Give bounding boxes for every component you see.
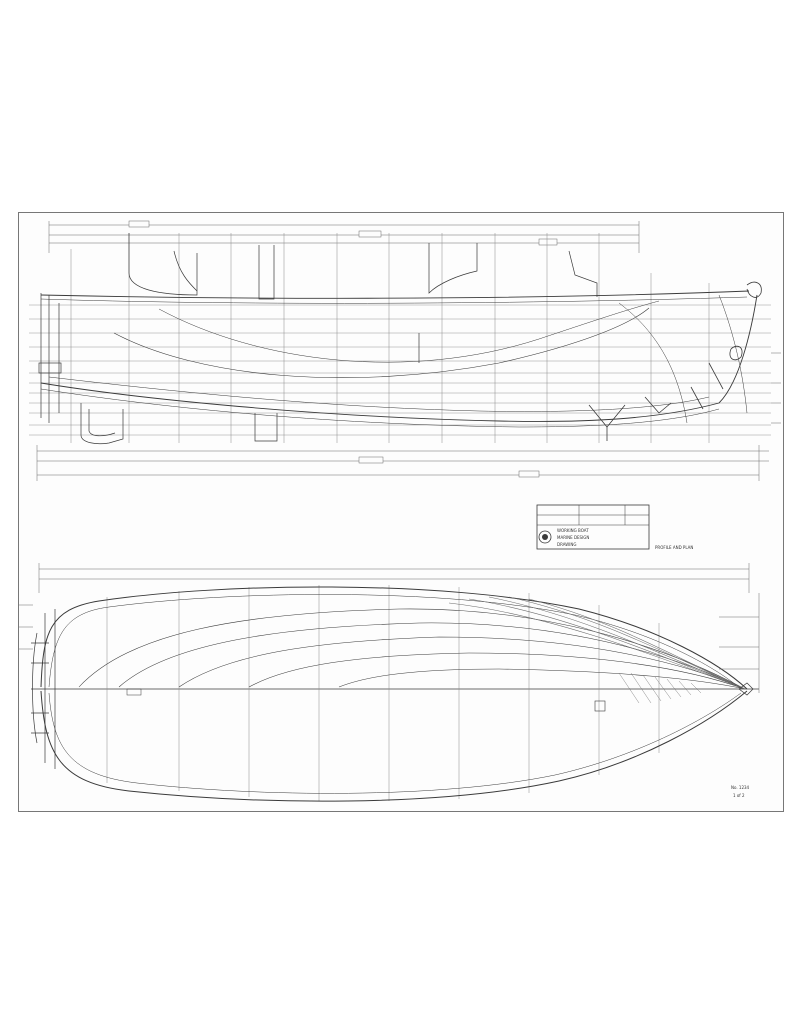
plan-transom: [31, 609, 56, 769]
hull-outline-upper: [40, 586, 748, 690]
logo-seal-icon: [538, 530, 552, 544]
keel-profile: [40, 294, 758, 422]
transom-detail: [38, 293, 124, 445]
title-block: WORKING BOAT MARINE DESIGN DRAWING: [536, 504, 650, 550]
plan-top-dimensions: [38, 563, 750, 593]
deck-structures: [128, 233, 598, 442]
profile-view: [29, 220, 781, 481]
sheet-number: 1 of 2: [733, 793, 745, 798]
plan-waterlines: [78, 596, 746, 690]
sheet-id: No. 1234: [731, 785, 750, 790]
sheer-line: [40, 290, 750, 299]
title-line-1: WORKING BOAT: [557, 528, 589, 533]
bow-fittings: [588, 281, 762, 441]
lines-drawing: WORKING BOAT MARINE DESIGN DRAWING PROFI…: [19, 220, 781, 802]
bow-hatching: [618, 672, 702, 704]
drawing-sheet: WORKING BOAT MARINE DESIGN DRAWING PROFI…: [18, 212, 784, 812]
plan-stations: [106, 585, 660, 801]
profile-bottom-dimensions: [36, 445, 769, 481]
plan-view: [19, 563, 760, 802]
profile-waterlines: [29, 304, 771, 436]
title-line-2: MARINE DESIGN: [557, 535, 589, 540]
profile-stations: [70, 233, 710, 443]
title-line-3: DRAWING: [557, 542, 576, 547]
drawing-caption: PROFILE AND PLAN: [655, 545, 693, 550]
profile-top-dimensions: [48, 220, 640, 253]
hull-outline-lower: [40, 690, 748, 802]
